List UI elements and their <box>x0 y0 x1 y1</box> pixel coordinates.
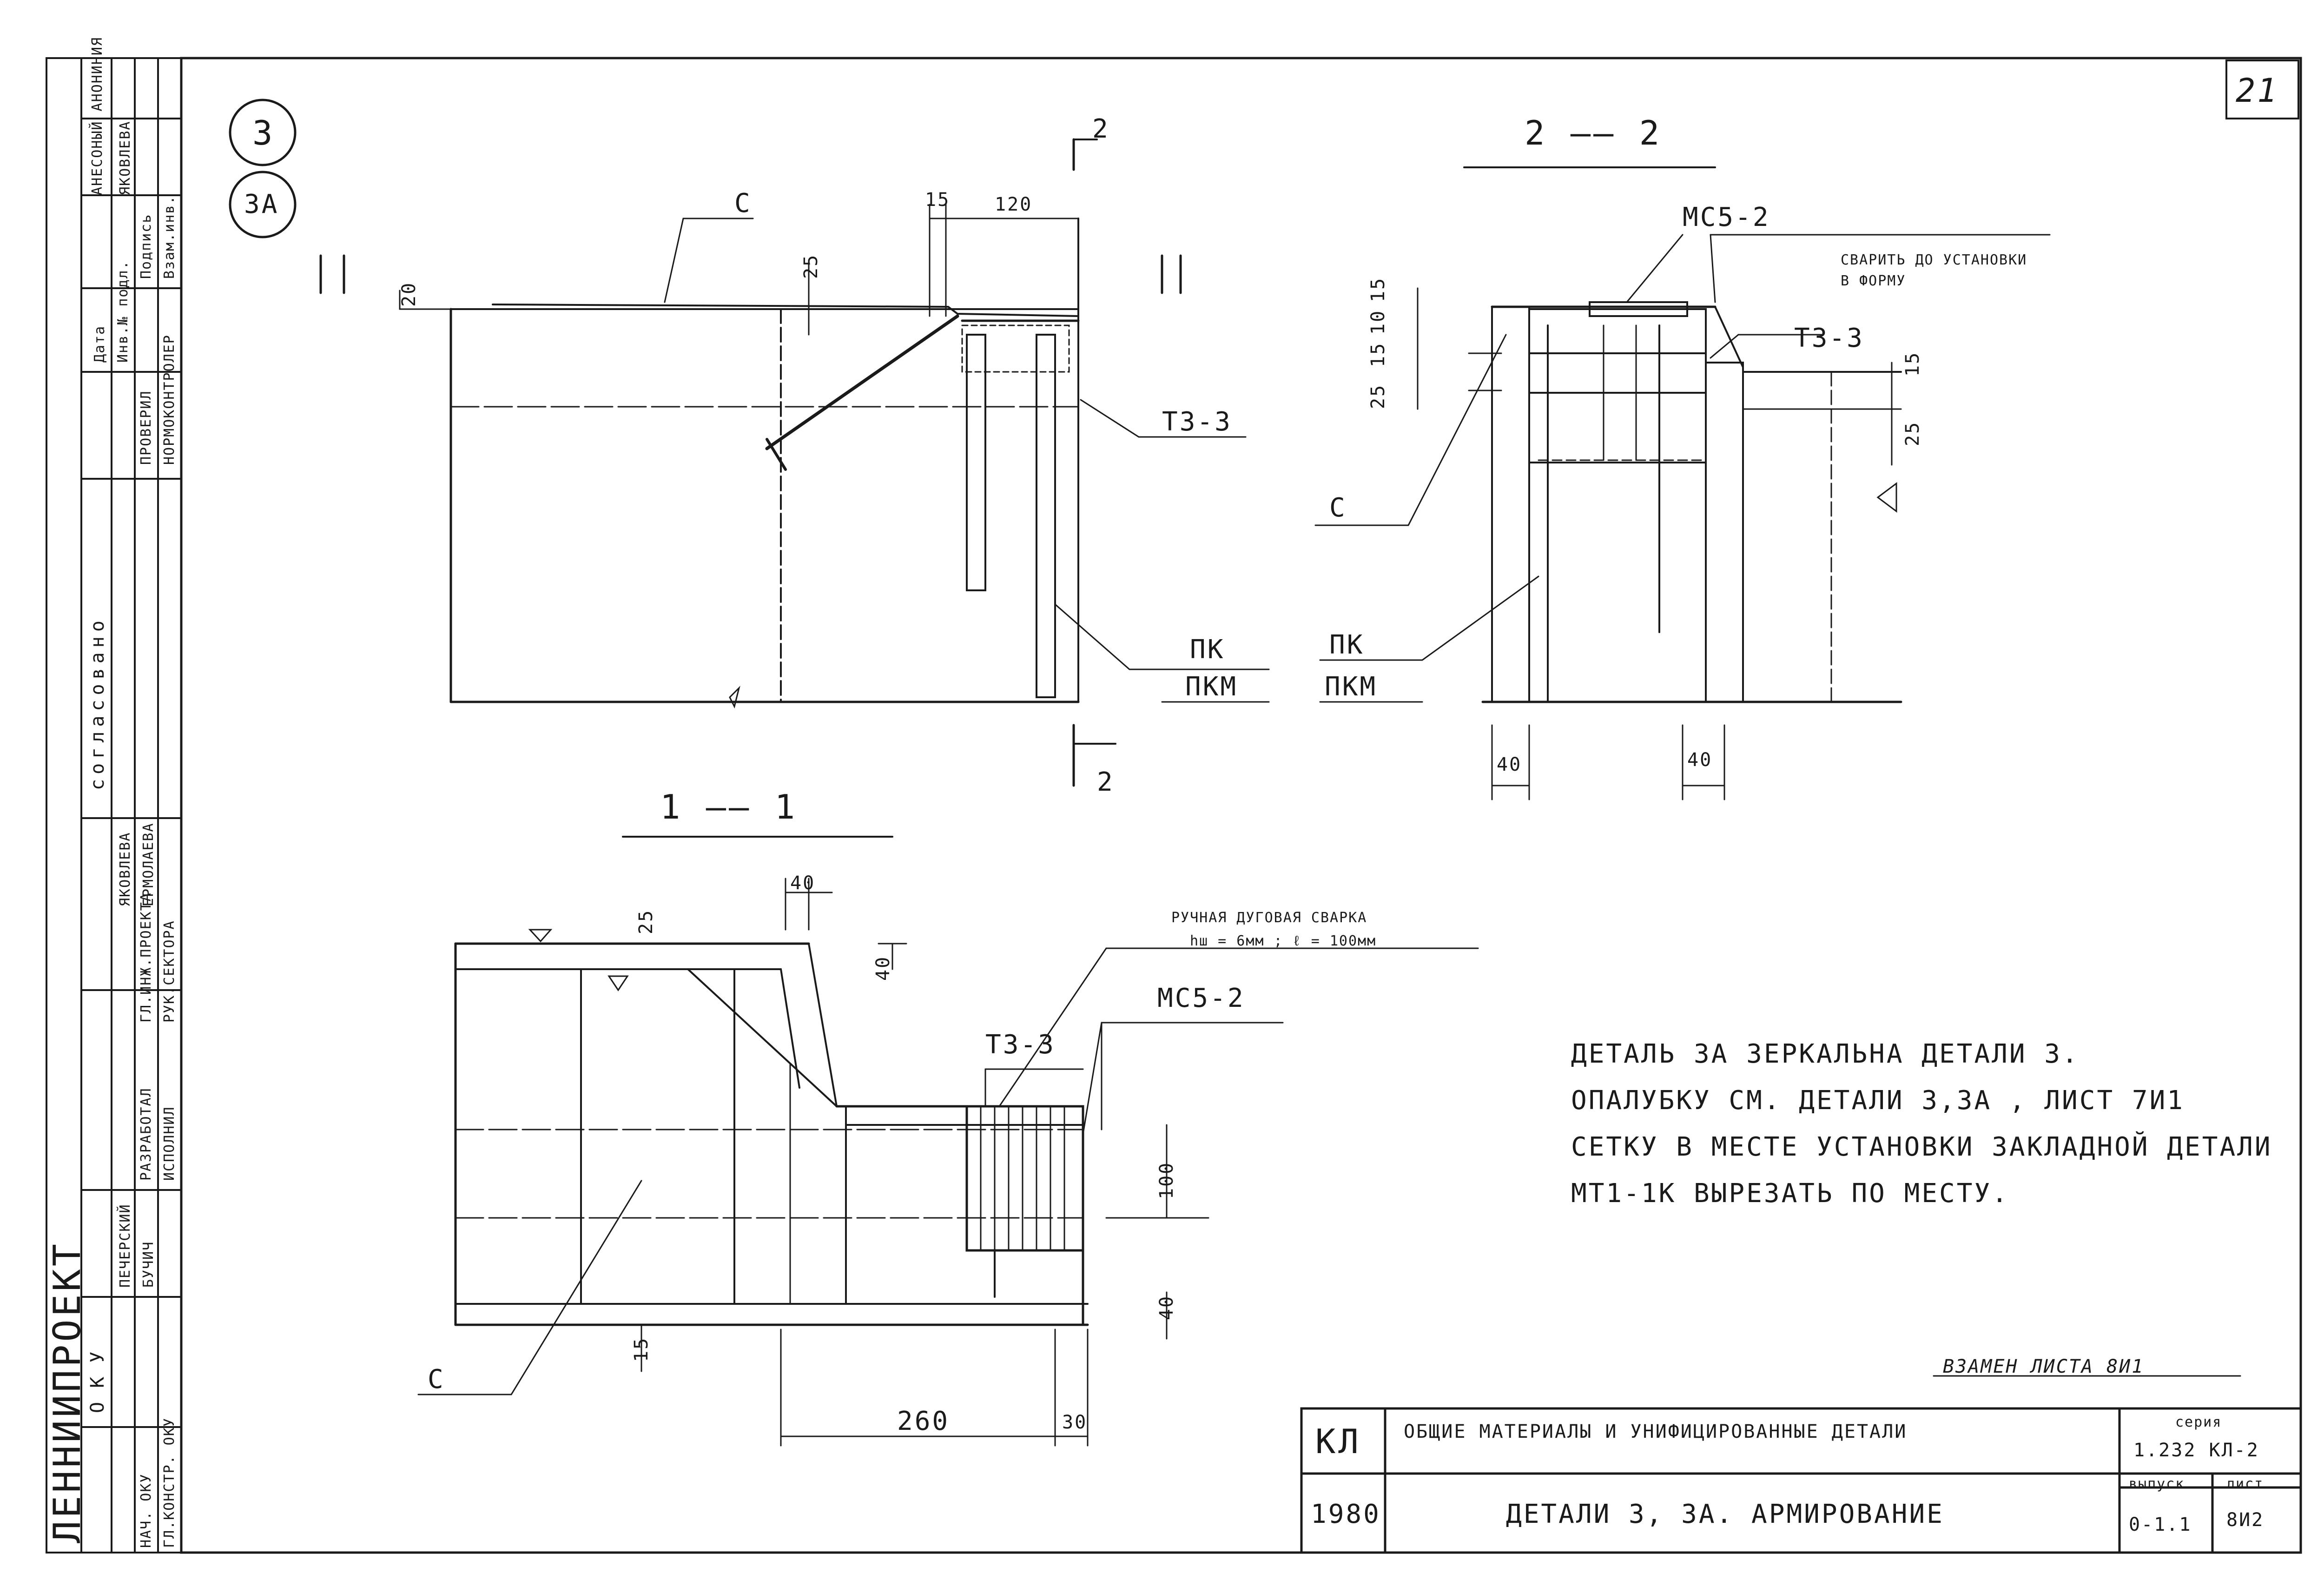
outer-frame <box>180 57 2302 1554</box>
side-role-0: НАЧ. ОКУ <box>138 1473 154 1548</box>
dim-25-b: 25 <box>1902 421 1923 446</box>
dim-40-top: 40 <box>790 873 816 894</box>
label-t3-top: Т3-3 <box>1162 407 1232 437</box>
note-line-4: МТ1-1К ВЫРЕЗАТЬ ПО МЕСТУ. <box>1571 1178 2009 1209</box>
replaces-sheet: ВЗАМЕН ЛИСТА 8И1 <box>1943 1356 2145 1377</box>
dim-10: 10 <box>1367 309 1389 335</box>
section-mark-top: 2 <box>1092 114 1110 144</box>
section-1-1-title: 1 —— 1 <box>660 787 798 826</box>
dim-40-bottom: 40 <box>1156 1295 1177 1320</box>
dim-15-top: 15 <box>925 189 951 211</box>
side-role-3: РУК.СЕКТОРА <box>161 920 178 1023</box>
label-c-2-2: С <box>1329 493 1347 523</box>
label-pk-2-2: ПК <box>1329 630 1365 660</box>
dim-260: 260 <box>897 1406 950 1436</box>
side-role-2: ГЛ.ИНЖ.ПРОЕКТА <box>138 892 154 1023</box>
note-line-2: ОПАЛУБКУ СМ. ДЕТАЛИ 3,3А , ЛИСТ 7И1 <box>1571 1085 2185 1116</box>
side-role-6: ПРОВЕРИЛ <box>138 390 154 465</box>
side-name-3: ЕРМОЛАЕВА <box>140 822 157 906</box>
title-block-row2: ДЕТАЛИ 3, 3А. АРМИРОВАНИЕ <box>1506 1499 1944 1529</box>
side-role-4: РАЗРАБОТАЛ <box>138 1087 154 1181</box>
side-stamp-replace: Взам.инв. <box>161 195 178 279</box>
dim-25-a: 25 <box>1367 383 1389 409</box>
dim-15-1-1: 15 <box>631 1336 652 1362</box>
view-section-1-1 <box>417 836 1479 1447</box>
side-role-5: ИСПОЛНИЛ <box>161 1106 178 1181</box>
side-name-2: ЯКОВЛЕВА <box>117 832 133 907</box>
side-org-name: ЛЕННИИПРОЕКТ <box>46 1241 89 1543</box>
side-stamp-date: Дата <box>92 325 108 363</box>
dim-25-1-1: 25 <box>635 909 657 934</box>
label-weld-1: РУЧНАЯ ДУГОВАЯ СВАРКА <box>1171 910 1367 926</box>
series-label: серия <box>2175 1414 2222 1430</box>
title-block-year: 1980 <box>1311 1499 1381 1529</box>
view-top-left <box>319 138 1270 787</box>
detail-marks <box>229 99 297 238</box>
label-t3-1-1: Т3-3 <box>985 1030 1056 1060</box>
side-dept: О К У <box>87 1350 108 1413</box>
side-role-1: ГЛ.КОНСТР. ОКУ <box>161 1417 178 1548</box>
detail-mark-3a: 3А <box>244 189 279 219</box>
side-agreed: согласовано <box>87 616 108 790</box>
label-pkm-2-2: ПКМ <box>1325 672 1378 702</box>
detail-mark-3: 3 <box>252 113 276 152</box>
issue-value: 0-1.1 <box>2129 1514 2192 1535</box>
title-block-row1: ОБЩИЕ МАТЕРИАЛЫ И УНИФИЦИРОВАННЫЕ ДЕТАЛИ <box>1404 1421 1908 1442</box>
sheet-number: 21 <box>2236 72 2279 110</box>
view-section-2-2 <box>1314 166 2051 800</box>
dim-100: 100 <box>1156 1161 1177 1199</box>
dim-20-top: 20 <box>398 281 420 307</box>
dim-120-top: 120 <box>995 194 1033 215</box>
note-line-3: СЕТКУ В МЕСТЕ УСТАНОВКИ ЗАКЛАДНОЙ ДЕТАЛИ <box>1571 1132 2272 1162</box>
issue-label: выпуск <box>2129 1476 2185 1492</box>
label-weld-note2: В ФОРМУ <box>1841 273 1906 289</box>
label-mc5-1-1: МС5-2 <box>1157 983 1245 1013</box>
label-c-top: С <box>734 188 752 218</box>
label-mc5-2-2: МС5-2 <box>1683 202 1770 232</box>
dim-15-b: 15 <box>1367 342 1389 367</box>
dim-30: 30 <box>1062 1412 1088 1433</box>
dim-15-c: 15 <box>1902 351 1923 377</box>
side-name-1: БУЧИЧ <box>140 1241 157 1288</box>
side-name-0: ПЕЧЕРСКИЙ <box>117 1203 133 1288</box>
note-line-1: ДЕТАЛЬ 3А ЗЕРКАЛЬНА ДЕТАЛИ 3. <box>1571 1039 2080 1069</box>
side-role-7: НОРМОКОНТРОЛЕР <box>161 334 178 465</box>
side-name-5: АНЕСОНЫЙ АНОНИНИЯ <box>89 36 106 195</box>
label-c-1-1: С <box>428 1364 445 1395</box>
label-pk-top: ПК <box>1190 635 1225 665</box>
sheet-label: лист <box>2226 1476 2264 1492</box>
side-stamp-inv: Инв.№ подл. <box>115 260 131 363</box>
sheet-number-box <box>2225 59 2299 119</box>
section-mark-bottom: 2 <box>1097 767 1115 797</box>
label-weld-note: СВАРИТЬ ДО УСТАНОВКИ <box>1841 252 2027 268</box>
dim-25-top: 25 <box>800 253 822 279</box>
sheet-value: 8И2 <box>2226 1509 2265 1531</box>
dim-40-left: 40 <box>1497 754 1522 775</box>
dim-40-right: 40 <box>1687 749 1713 771</box>
label-pkm-top: ПКМ <box>1185 672 1238 702</box>
label-t3-2-2: Т3-3 <box>1794 323 1864 353</box>
title-block-grid <box>1300 1407 2302 1554</box>
section-2-2-title: 2 —— 2 <box>1525 113 1663 152</box>
title-block-code: КЛ <box>1315 1422 1361 1461</box>
dim-40-side: 40 <box>872 955 894 981</box>
side-stamp-grid <box>46 57 182 1553</box>
dim-15-a: 15 <box>1367 277 1389 302</box>
series-value: 1.232 КЛ-2 <box>2133 1440 2259 1461</box>
side-name-4: ЯКОВЛЕВА <box>117 120 133 196</box>
side-stamp-sign: Подпись <box>138 213 154 279</box>
label-weld-2: hш = 6мм ; ℓ = 100мм <box>1190 933 1377 949</box>
